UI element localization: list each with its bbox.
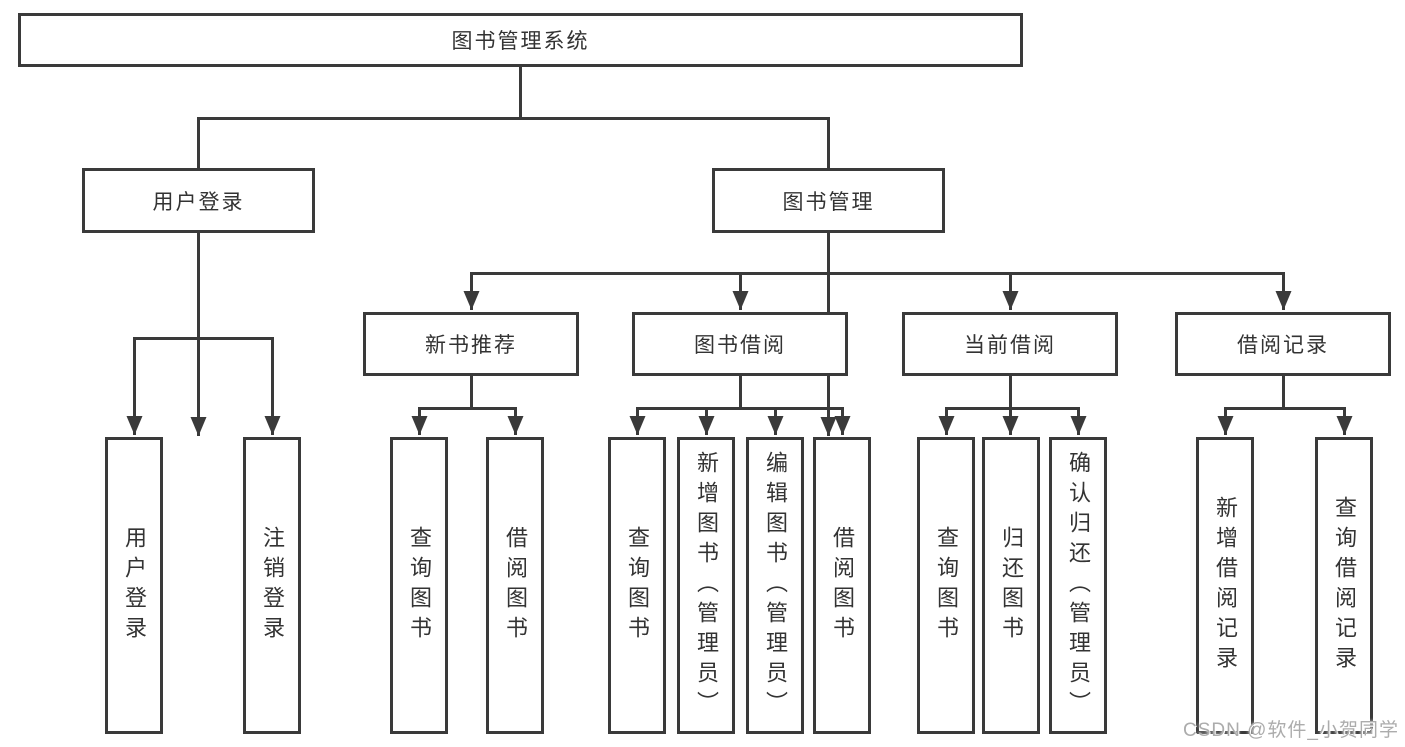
connector-book-management-to-level3: [463, 233, 1292, 310]
node-book-borrow: 图书借阅: [632, 312, 848, 376]
node-borrow-records: 借阅记录: [1175, 312, 1391, 376]
node-root: 图书管理系统: [18, 13, 1023, 67]
connector-book-borrow-to-leaves: [629, 376, 851, 435]
leaf-borrow-books-1: 借阅图书: [486, 437, 544, 734]
leaf-user-login: 用户登录: [105, 437, 163, 734]
leaf-return-book-label: 归还图书: [999, 525, 1024, 646]
leaf-edit-book-admin-label: 编辑图书（管理员）: [763, 450, 788, 721]
leaf-query-books-3-label: 查询图书: [934, 525, 959, 646]
leaf-edit-book-admin: 编辑图书（管理员）: [746, 437, 804, 734]
leaf-add-borrow-record: 新增借阅记录: [1196, 437, 1254, 734]
leaf-confirm-return-admin: 确认归还（管理员）: [1049, 437, 1107, 734]
leaf-return-book: 归还图书: [982, 437, 1040, 734]
leaf-query-books-1: 查询图书: [390, 437, 448, 734]
leaf-add-book-admin: 新增图书（管理员）: [677, 437, 735, 734]
node-user-login: 用户登录: [82, 168, 315, 233]
node-book-management-label: 图书管理: [782, 190, 875, 214]
node-book-management: 图书管理: [712, 168, 945, 233]
node-user-login-label: 用户登录: [152, 190, 245, 214]
leaf-query-books-1-label: 查询图书: [407, 525, 432, 646]
leaf-borrow-books-1-label: 借阅图书: [503, 525, 528, 646]
node-book-borrow-label: 图书借阅: [694, 334, 786, 357]
leaf-query-books-2-label: 查询图书: [625, 525, 650, 646]
leaf-borrow-books-2: 借阅图书: [813, 437, 871, 734]
leaf-add-book-admin-label: 新增图书（管理员）: [694, 450, 719, 721]
connector-borrow-records-to-leaves: [1217, 376, 1353, 435]
leaf-add-borrow-record-label: 新增借阅记录: [1213, 495, 1238, 676]
node-current-borrow: 当前借阅: [902, 312, 1118, 376]
connector-new-book-recommend-to-leaves: [411, 376, 524, 435]
leaf-query-borrow-record: 查询借阅记录: [1315, 437, 1373, 734]
leaf-confirm-return-admin-label: 确认归还（管理员）: [1066, 450, 1091, 721]
leaf-user-login-label: 用户登录: [122, 525, 147, 646]
node-current-borrow-label: 当前借阅: [964, 334, 1056, 357]
connector-user-login-to-leaves: [126, 233, 281, 435]
leaf-query-books-2: 查询图书: [608, 437, 666, 734]
leaf-query-books-3: 查询图书: [917, 437, 975, 734]
leaf-borrow-books-2-label: 借阅图书: [830, 525, 855, 646]
connector-root-to-level2: [190, 66, 837, 436]
node-root-label: 图书管理系统: [451, 30, 590, 53]
node-new-book-recommend-label: 新书推荐: [425, 334, 517, 357]
watermark: CSDN @软件_小贺同学: [1183, 720, 1399, 741]
leaf-logout: 注销登录: [243, 437, 301, 734]
leaf-query-borrow-record-label: 查询借阅记录: [1332, 495, 1357, 676]
connector-current-borrow-to-leaves: [938, 376, 1087, 435]
node-new-book-recommend: 新书推荐: [363, 312, 579, 376]
leaf-logout-label: 注销登录: [260, 525, 285, 646]
node-borrow-records-label: 借阅记录: [1237, 334, 1329, 357]
